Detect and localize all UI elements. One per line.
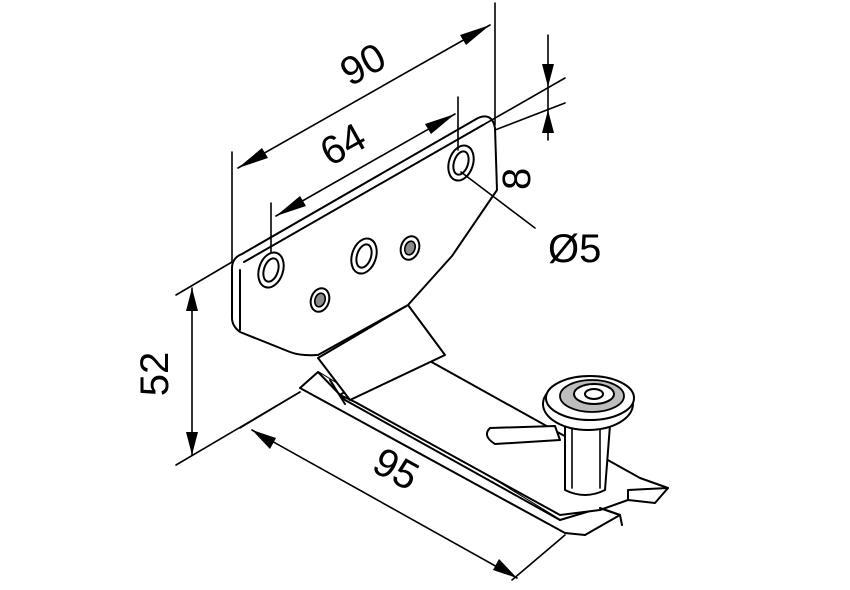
threaded-hole-icon	[399, 235, 421, 261]
plate-holes	[257, 144, 475, 313]
runner-slot	[485, 425, 561, 445]
roller-pin	[542, 375, 635, 496]
dimension-8: 8	[482, 34, 566, 190]
countersunk-hole-icon	[447, 144, 475, 182]
mounting-plate	[231, 115, 498, 357]
dimension-diameter: Ø5	[460, 171, 601, 271]
dimension-label-diameter: Ø5	[548, 227, 601, 271]
countersunk-hole-icon	[350, 237, 378, 275]
countersunk-hole-icon	[257, 251, 285, 289]
threaded-hole-icon	[309, 287, 331, 313]
dimension-label-52: 52	[133, 352, 177, 397]
dimension-label-8: 8	[495, 168, 539, 190]
